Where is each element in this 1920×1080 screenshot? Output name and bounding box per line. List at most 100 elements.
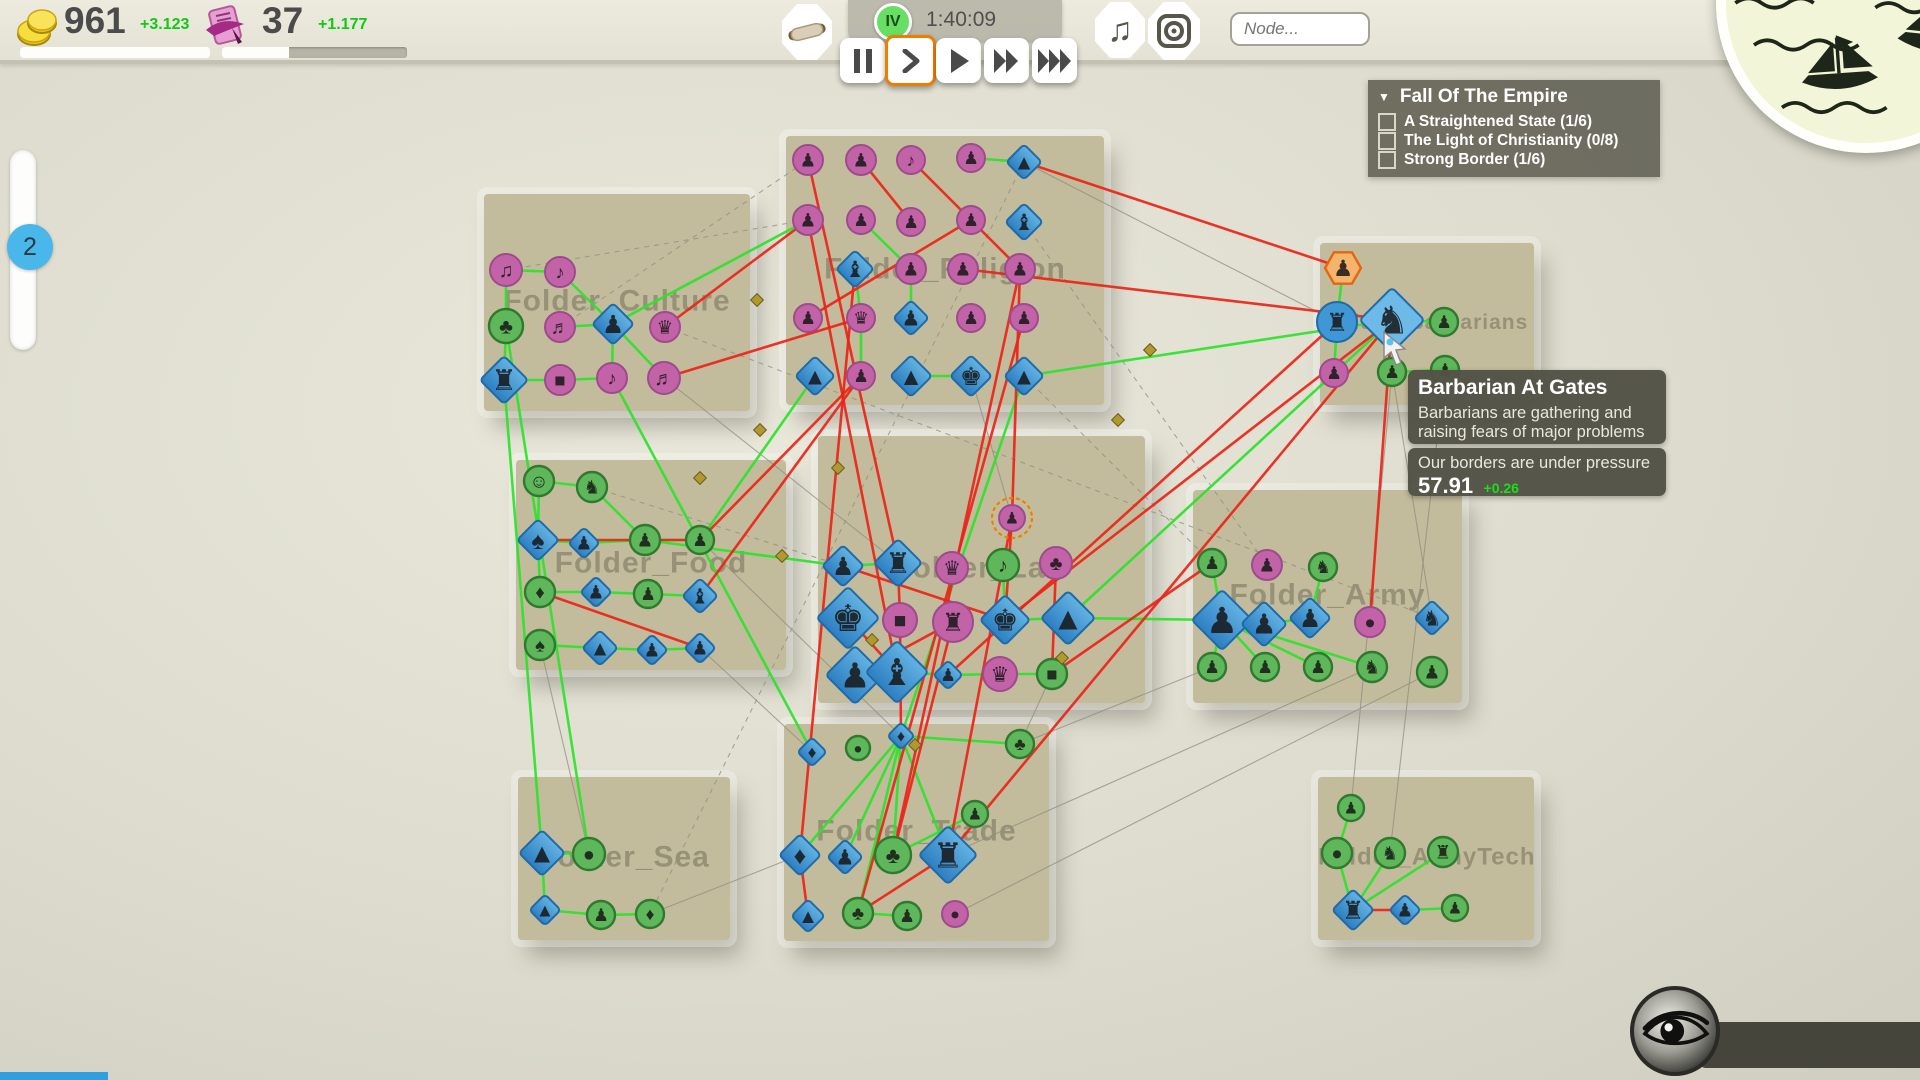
graph-node-a8[interactable]: ♞	[1414, 600, 1450, 636]
graph-node-r22[interactable]: ▲	[890, 355, 932, 397]
graph-node-y3[interactable]	[774, 548, 790, 564]
graph-node-r19[interactable]: ♟	[1009, 303, 1039, 333]
graph-node-l8[interactable]: ♜	[932, 601, 974, 643]
graph-node-y5[interactable]	[907, 737, 923, 753]
graph-node-f4[interactable]: ♟	[568, 527, 600, 559]
graph-node-l4[interactable]: ♪	[985, 547, 1021, 583]
quest-checkbox[interactable]	[1378, 112, 1396, 131]
graph-node-f14[interactable]: ♟	[684, 632, 716, 664]
graph-node-r21[interactable]: ♟	[846, 361, 876, 391]
graph-node-l13[interactable]: ♟	[933, 660, 962, 689]
graph-node-at6[interactable]: ♟	[1389, 894, 1421, 926]
graph-node-r14[interactable]: ♟	[1004, 253, 1036, 285]
pause-button[interactable]	[840, 38, 885, 83]
graph-node-at1[interactable]: ♟	[1336, 793, 1366, 823]
graph-node-s3[interactable]: ▲	[529, 894, 561, 926]
graph-node-f6[interactable]: ♟	[684, 524, 716, 556]
speed-step-button[interactable]	[885, 35, 936, 86]
graph-node-f7[interactable]: ♦	[523, 575, 557, 609]
graph-node-t12[interactable]: ♣	[1004, 728, 1036, 760]
graph-node-l14[interactable]: ♛	[982, 656, 1018, 692]
node-search-input[interactable]	[1230, 12, 1370, 46]
graph-node-t11[interactable]: ●	[941, 900, 969, 928]
graph-node-t2[interactable]: ●	[844, 734, 872, 762]
graph-node-l12[interactable]: ♝	[866, 641, 929, 704]
graph-node-b4[interactable]: ♟	[1428, 306, 1460, 338]
graph-node-s5[interactable]: ♦	[634, 898, 666, 930]
graph-node-at7[interactable]: ♟	[1440, 893, 1470, 923]
graph-node-y1[interactable]	[749, 292, 765, 308]
graph-node-f10[interactable]: ♝	[682, 578, 718, 614]
graph-node-r7[interactable]: ♟	[846, 205, 876, 235]
graph-node-l7[interactable]: ■	[882, 602, 918, 638]
music-toggle-button[interactable]: ♫	[1095, 2, 1145, 58]
graph-node-l9[interactable]: ♚	[980, 595, 1030, 645]
graph-node-po1[interactable]: ♟	[990, 496, 1034, 540]
fast-forward-button[interactable]	[984, 38, 1029, 83]
graph-node-r6[interactable]: ♟	[792, 204, 824, 236]
graph-node-f1[interactable]: ☺	[522, 464, 556, 498]
graph-node-f8[interactable]: ♟	[580, 576, 612, 608]
graph-node-y6[interactable]	[1054, 650, 1070, 666]
graph-node-t5[interactable]: ♣	[873, 835, 913, 875]
graph-node-y9[interactable]	[752, 422, 768, 438]
graph-node-at2[interactable]: ●	[1320, 836, 1354, 870]
graph-node-r13[interactable]: ♟	[947, 253, 979, 285]
graph-node-r10[interactable]: ♝	[1005, 203, 1043, 241]
graph-node-c4[interactable]: ♬	[544, 311, 576, 343]
graph-node-a3[interactable]: ♞	[1307, 551, 1339, 583]
graph-node-c5[interactable]: ♟	[592, 303, 634, 345]
graph-node-a7[interactable]: ●	[1354, 606, 1386, 638]
graph-node-a9[interactable]: ♟	[1196, 651, 1228, 683]
scroll-event-button[interactable]	[782, 4, 832, 60]
graph-node-l1[interactable]: ♟	[822, 545, 864, 587]
graph-node-y10[interactable]	[1142, 342, 1158, 358]
graph-node-c8[interactable]: ■	[544, 364, 576, 396]
graph-node-a6[interactable]: ♟	[1289, 597, 1331, 639]
graph-node-at3[interactable]: ♞	[1373, 836, 1407, 870]
graph-node-t10[interactable]: ♟	[891, 900, 923, 932]
graph-node-y7[interactable]	[1110, 412, 1126, 428]
graph-node-c10[interactable]: ♬	[647, 361, 681, 395]
graph-node-f13[interactable]: ♟	[636, 634, 668, 666]
graph-node-r4[interactable]: ♟	[956, 143, 986, 173]
graph-node-b6[interactable]: ♟	[1376, 356, 1408, 388]
graph-node-r3[interactable]: ♪	[896, 145, 926, 175]
graph-node-f12[interactable]: ▲	[582, 630, 618, 666]
graph-node-b2[interactable]: ♜	[1316, 301, 1358, 343]
graph-node-a12[interactable]: ♞	[1355, 650, 1389, 684]
fastest-forward-button[interactable]	[1032, 38, 1077, 83]
folder-folder_religion[interactable]: Folder_Religion	[786, 136, 1104, 405]
graph-node-a1[interactable]: ♟	[1196, 547, 1228, 579]
graph-node-t1[interactable]: ♦	[797, 737, 826, 766]
graph-node-t6[interactable]: ♜	[919, 826, 978, 885]
graph-node-t4[interactable]: ♟	[827, 839, 863, 875]
graph-node-t8[interactable]: ▲	[791, 899, 825, 933]
graph-node-r11[interactable]: ♝	[836, 250, 874, 288]
graph-node-l10[interactable]: ▲	[1041, 591, 1095, 645]
graph-node-r15[interactable]: ♟	[793, 303, 823, 333]
graph-node-r18[interactable]: ♟	[956, 303, 986, 333]
graph-node-f11[interactable]: ♠	[523, 628, 557, 662]
graph-node-b5[interactable]: ♟	[1319, 358, 1349, 388]
graph-node-c9[interactable]: ♪	[596, 362, 628, 394]
graph-node-t0[interactable]: ♦	[887, 722, 914, 749]
graph-node-r5[interactable]: ▲	[1006, 144, 1042, 180]
graph-node-a4[interactable]: ♟	[1192, 590, 1253, 651]
graph-node-at4[interactable]: ♜	[1426, 835, 1460, 869]
graph-node-s4[interactable]: ♟	[585, 899, 617, 931]
graph-node-f5[interactable]: ♟	[628, 523, 662, 557]
scenario-emblem[interactable]	[1716, 0, 1920, 153]
quest-collapse-caret[interactable]: ▼	[1378, 90, 1390, 104]
graph-node-l2[interactable]: ♜	[874, 539, 922, 587]
graph-node-r20[interactable]: ▲	[795, 356, 835, 396]
graph-node-a10[interactable]: ♟	[1249, 651, 1281, 683]
graph-node-b1[interactable]: ♟	[1323, 251, 1363, 285]
graph-node-a11[interactable]: ♟	[1302, 651, 1334, 683]
map-zoom-handle[interactable]: 2	[7, 224, 53, 270]
graph-node-l5[interactable]: ♣	[1039, 546, 1073, 580]
graph-node-r16[interactable]: ♛	[846, 303, 876, 333]
graph-node-y4[interactable]	[692, 470, 708, 486]
graph-node-r17[interactable]: ♟	[893, 300, 929, 336]
graph-node-y2[interactable]	[830, 460, 846, 476]
